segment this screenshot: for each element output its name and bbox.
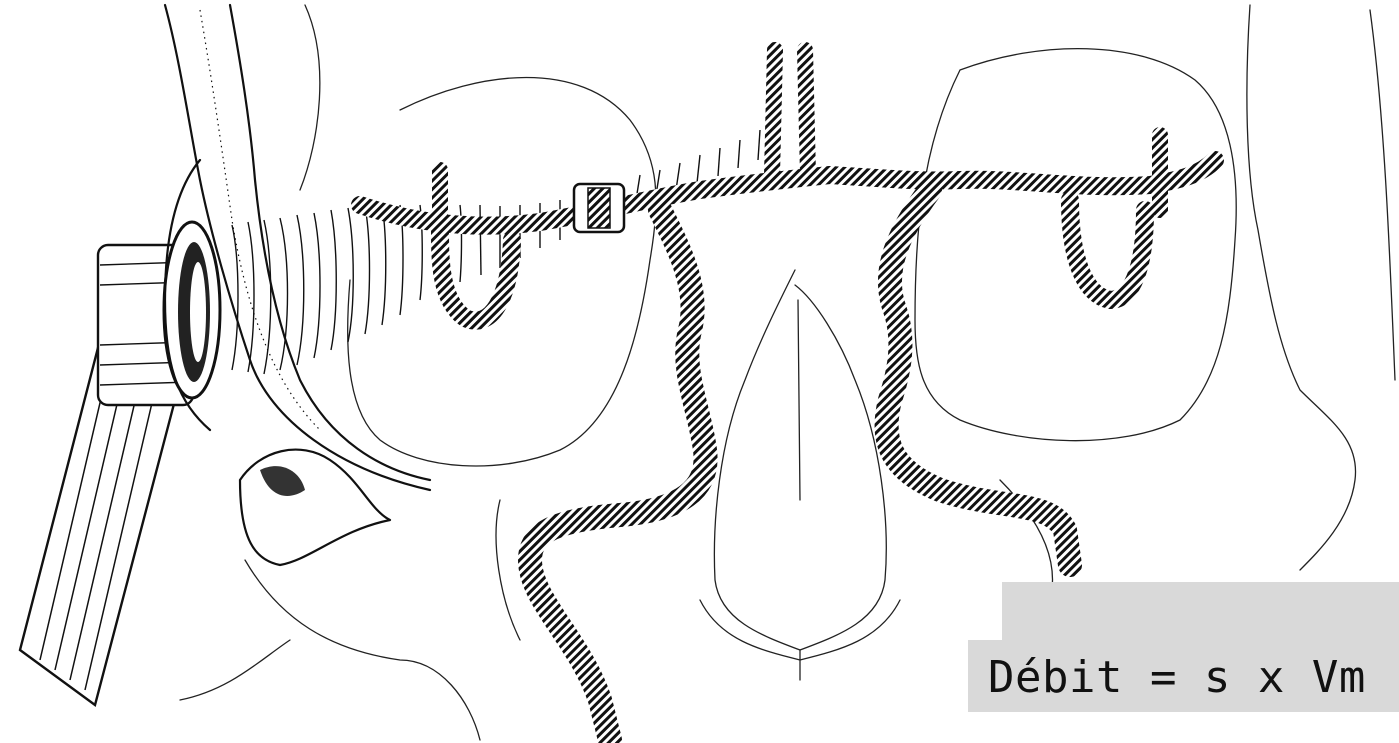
- formula-panel: Débit = s x Vm: [968, 582, 1399, 712]
- flow-formula: Débit = s x Vm: [988, 652, 1366, 703]
- nasal-cavity: [700, 270, 900, 680]
- sample-volume-gate: [574, 184, 624, 232]
- formula-panel-back: [1002, 582, 1399, 644]
- ultrasound-probe: [20, 222, 220, 705]
